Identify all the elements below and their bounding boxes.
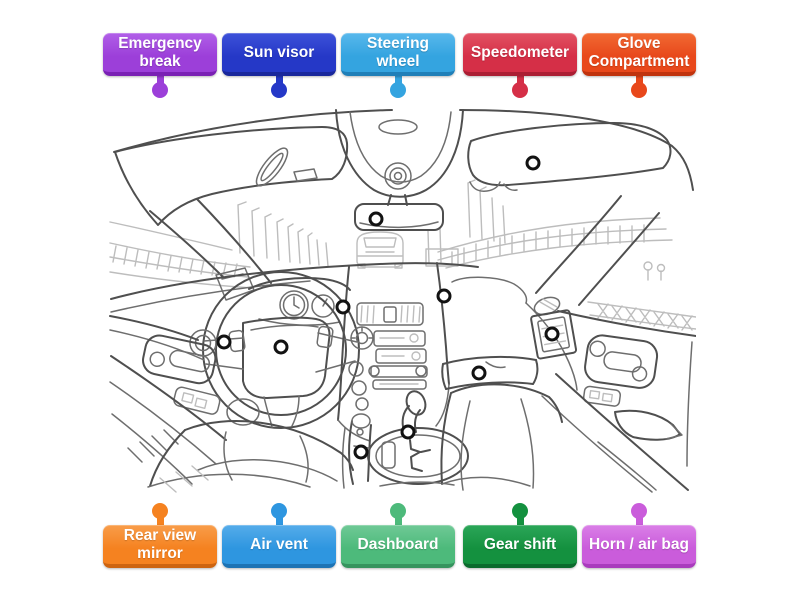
label-speedometer[interactable]: Speedometer bbox=[463, 33, 577, 98]
label-connector-stem bbox=[516, 74, 524, 85]
label-rear-view-mirror[interactable]: Rear view mirror bbox=[103, 503, 217, 568]
label-steering-wheel[interactable]: Steering wheel bbox=[341, 33, 455, 98]
label-text[interactable]: Horn / air bag bbox=[582, 525, 696, 568]
answer-marker-3[interactable] bbox=[436, 288, 452, 304]
answer-marker-7[interactable] bbox=[544, 326, 560, 342]
label-text[interactable]: Steering wheel bbox=[341, 33, 455, 76]
label-connector-stem bbox=[156, 74, 164, 85]
left-sun-visor-shape bbox=[114, 126, 349, 226]
label-text[interactable]: Emergency break bbox=[103, 33, 217, 76]
label-air-vent[interactable]: Air vent bbox=[222, 503, 336, 568]
label-connector-dot bbox=[631, 82, 647, 98]
label-connector-stem bbox=[275, 516, 283, 527]
label-text[interactable]: Speedometer bbox=[463, 33, 577, 76]
label-connector-stem bbox=[275, 74, 283, 85]
answer-marker-8[interactable] bbox=[471, 365, 487, 381]
label-connector-stem bbox=[156, 516, 164, 527]
label-connector-dot bbox=[152, 82, 168, 98]
rear-view-mirror-shape bbox=[354, 194, 444, 231]
label-text[interactable]: Gear shift bbox=[463, 525, 577, 568]
label-gear-shift[interactable]: Gear shift bbox=[463, 503, 577, 568]
left-door bbox=[109, 315, 227, 485]
answer-marker-4[interactable] bbox=[335, 299, 351, 315]
answer-marker-10[interactable] bbox=[353, 444, 369, 460]
center-stack bbox=[337, 262, 450, 442]
answer-marker-6[interactable] bbox=[273, 339, 289, 355]
overhead-console bbox=[335, 109, 464, 198]
label-sun-visor[interactable]: Sun visor bbox=[222, 33, 336, 98]
label-connector-stem bbox=[394, 74, 402, 85]
answer-marker-9[interactable] bbox=[400, 424, 416, 440]
label-text[interactable]: Sun visor bbox=[222, 33, 336, 76]
answer-marker-2[interactable] bbox=[368, 211, 384, 227]
label-connector-dot bbox=[631, 503, 647, 519]
glove-compartment-shape bbox=[441, 355, 539, 390]
label-emergency-break[interactable]: Emergency break bbox=[103, 33, 217, 98]
label-connector-stem bbox=[516, 516, 524, 527]
label-connector-dot bbox=[390, 82, 406, 98]
right-sun-visor-shape bbox=[467, 122, 672, 192]
label-text[interactable]: Rear view mirror bbox=[103, 525, 217, 568]
label-connector-dot bbox=[390, 503, 406, 519]
label-horn-air-bag[interactable]: Horn / air bag bbox=[582, 503, 696, 568]
label-connector-stem bbox=[635, 74, 643, 85]
label-dashboard[interactable]: Dashboard bbox=[341, 503, 455, 568]
passenger-seat bbox=[440, 383, 563, 491]
highway-background bbox=[109, 179, 696, 331]
label-text[interactable]: Glove Compartment bbox=[582, 33, 696, 76]
label-connector-dot bbox=[512, 503, 528, 519]
answer-marker-1[interactable] bbox=[525, 155, 541, 171]
label-connector-stem bbox=[635, 516, 643, 527]
label-text[interactable]: Air vent bbox=[222, 525, 336, 568]
label-connector-stem bbox=[394, 516, 402, 527]
instrument-cluster bbox=[248, 277, 351, 326]
answer-marker-5[interactable] bbox=[216, 334, 232, 350]
label-connector-dot bbox=[512, 82, 528, 98]
label-connector-dot bbox=[271, 82, 287, 98]
label-text[interactable]: Dashboard bbox=[341, 525, 455, 568]
label-connector-dot bbox=[152, 503, 168, 519]
label-glove-compartment[interactable]: Glove Compartment bbox=[582, 33, 696, 98]
driver-seat bbox=[147, 398, 354, 493]
label-connector-dot bbox=[271, 503, 287, 519]
